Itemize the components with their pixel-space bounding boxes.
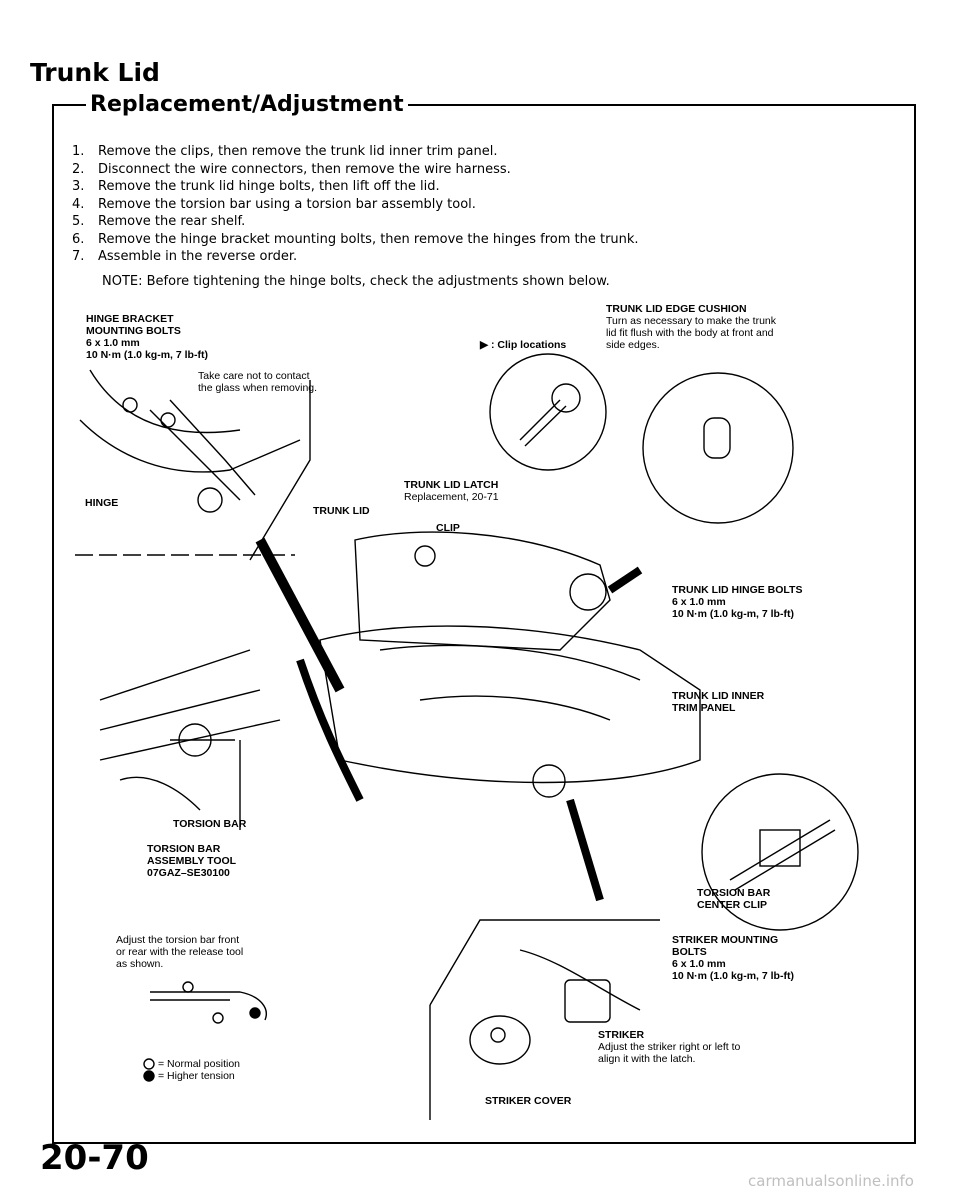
section-title: Replacement/Adjustment — [86, 92, 408, 117]
release-tool-drawing — [150, 981, 267, 1024]
page-title: Trunk Lid — [30, 58, 160, 87]
legend-higher: = Higher tension — [158, 1070, 235, 1082]
edge-cushion-circle — [607, 372, 794, 594]
footer-watermark: carmanualsonline.info — [748, 1172, 914, 1190]
higher-tension-symbol — [143, 1070, 155, 1082]
inner-trim-panel-label: TRUNK LID INNER TRIM PANEL — [672, 690, 765, 714]
step-item: 3.Remove the trunk lid hinge bolts, then… — [72, 179, 440, 194]
page-number: 20-70 — [40, 1138, 149, 1178]
center-clip-circle — [701, 773, 859, 931]
striker-bolts-label: STRIKER MOUNTING BOLTS 6 x 1.0 mm 10 N·m… — [672, 934, 794, 982]
center-clip-label: TORSION BAR CENTER CLIP — [697, 887, 771, 911]
procedure-steps: 1.Remove the clips, then remove the trun… — [72, 143, 639, 266]
step-item: 7.Assemble in the reverse order. — [72, 249, 298, 264]
step-item: 2.Disconnect the wire connectors, then r… — [72, 161, 511, 177]
striker-label: STRIKER Adjust the striker right or left… — [598, 1029, 741, 1065]
striker-cover-label: STRIKER COVER — [485, 1095, 572, 1107]
note-text: NOTE: Before tightening the hinge bolts,… — [102, 274, 610, 289]
normal-position-symbol — [143, 1058, 155, 1070]
hinge-label: HINGE — [85, 497, 119, 509]
step-item: 6.Remove the hinge bracket mounting bolt… — [72, 231, 639, 247]
content-frame — [52, 104, 916, 1144]
hinge-bracket-label: HINGE BRACKET MOUNTING BOLTS 6 x 1.0 mm … — [86, 313, 208, 361]
trunk-lid-drawing — [296, 531, 701, 902]
trunk-lid-label: TRUNK LID — [313, 505, 370, 517]
torsion-bar-label: TORSION BAR — [173, 818, 247, 830]
clip-label: CLIP — [436, 522, 460, 534]
latch-label: TRUNK LID LATCH Replacement, 20-71 — [404, 479, 499, 503]
legend-normal: = Normal position — [158, 1058, 240, 1070]
clip-detail-circle — [489, 353, 607, 471]
striker-drawing — [429, 919, 660, 1120]
edge-cushion-label: TRUNK LID EDGE CUSHION Turn as necessary… — [606, 303, 777, 351]
torsion-tool-label: TORSION BAR ASSEMBLY TOOL 07GAZ–SE30100 — [147, 843, 237, 879]
step-item: 5.Remove the rear shelf. — [72, 214, 246, 229]
hinge-bolts-label: TRUNK LID HINGE BOLTS 6 x 1.0 mm 10 N·m … — [672, 584, 803, 620]
adjust-torsion-text: Adjust the torsion bar front or rear wit… — [116, 934, 244, 970]
hinge-inset-drawing — [75, 369, 345, 693]
step-item: 4.Remove the torsion bar using a torsion… — [72, 196, 476, 212]
step-item: 1.Remove the clips, then remove the trun… — [72, 144, 498, 159]
torsion-bar-drawing — [99, 649, 281, 830]
clip-locations-legend: ▶ : Clip locations — [480, 339, 567, 351]
glass-caution-label: Take care not to contact the glass when … — [198, 370, 318, 394]
